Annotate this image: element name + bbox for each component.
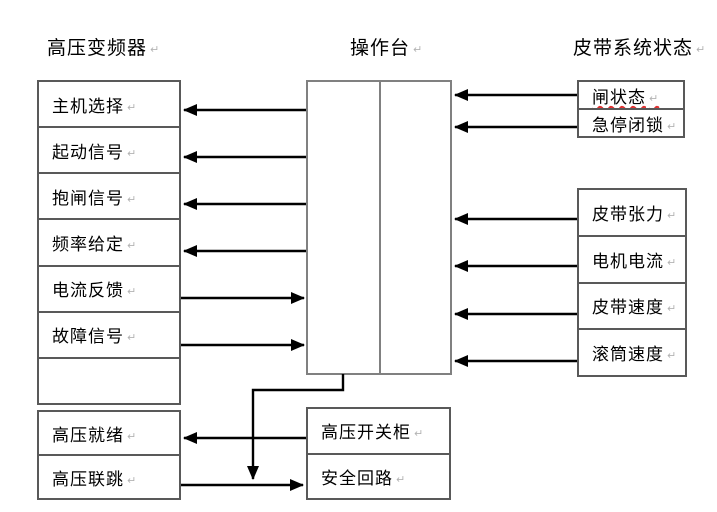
- cell-label: 皮带张力: [592, 200, 677, 225]
- cell-label: 安全回路: [321, 464, 406, 489]
- table-row-hv-switchgear: 高压开关柜: [308, 409, 449, 455]
- cell-label: 滚筒速度: [592, 340, 677, 365]
- table-row-safety-loop: 安全回路: [308, 455, 449, 499]
- table-row-belt-speed: 皮带速度: [579, 284, 685, 331]
- table-row-motor-current: 电机电流: [579, 237, 685, 284]
- switchgear-safety-table: 高压开关柜 安全回路: [306, 407, 451, 500]
- cell-label: 故障信号: [52, 322, 137, 347]
- cell-label: 高压就绪: [52, 421, 137, 446]
- table-row-hv-ready: 高压就绪: [39, 412, 179, 456]
- cell-label: 频率给定: [52, 230, 137, 255]
- table-row-start-signal: 起动信号: [39, 128, 179, 175]
- cell-label: 电机电流: [592, 247, 677, 272]
- cell-label: 电流反馈: [52, 276, 137, 301]
- table-row-hv-trip: 高压联跳: [39, 456, 179, 498]
- table-row-fault-signal: 故障信号: [39, 313, 179, 359]
- belt-telemetry-table: 皮带张力 电机电流 皮带速度 滚筒速度: [577, 188, 687, 377]
- table-row-belt-tension: 皮带张力: [579, 190, 685, 237]
- console-box: [306, 80, 452, 375]
- cell-label: 急停闭锁: [592, 111, 677, 136]
- console-divider-line: [379, 82, 381, 373]
- table-row-estop-lockout: 急停闭锁: [579, 110, 683, 136]
- header-operator-console: 操作台: [350, 33, 423, 60]
- cell-label: 抱闸信号: [52, 184, 137, 209]
- table-row-main-select: 主机选择: [39, 82, 179, 129]
- hv-inverter-signal-table: 主机选择 起动信号 抱闸信号 频率给定 电流反馈 故障信号: [37, 80, 181, 405]
- header-hv-inverter: 高压变频器: [47, 33, 160, 60]
- table-row-empty: [39, 359, 179, 403]
- table-row-brake-signal: 抱闸信号: [39, 174, 179, 221]
- table-row-drum-speed: 滚筒速度: [579, 330, 685, 375]
- cell-label: 起动信号: [52, 138, 137, 163]
- cell-label: 高压联跳: [52, 465, 137, 490]
- gate-status-table: 闸状态 急停闭锁: [577, 80, 685, 138]
- header-belt-system-status: 皮带系统状态: [573, 33, 706, 60]
- table-row-current-feedback: 电流反馈: [39, 267, 179, 313]
- cell-label: 皮带速度: [592, 293, 677, 318]
- cell-label: 主机选择: [52, 92, 137, 117]
- cell-label: 高压开关柜: [321, 418, 424, 443]
- table-row-frequency-set: 频率给定: [39, 220, 179, 267]
- hv-status-table: 高压就绪 高压联跳: [37, 410, 181, 500]
- cell-label: 闸状态: [592, 83, 659, 108]
- table-row-gate-status: 闸状态: [579, 82, 683, 110]
